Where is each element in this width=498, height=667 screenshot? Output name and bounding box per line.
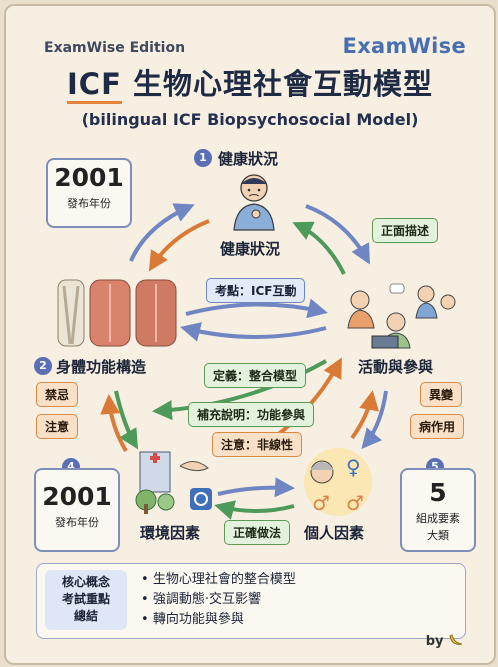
title-acronym: ICF [67,67,122,104]
definition-tag: 定義：整合模型 [204,363,307,388]
personal-icon: ♀ ♂ ♂ [304,448,372,516]
summary-heading-line: 總結 [73,609,98,623]
svg-text:♂: ♂ [346,491,364,515]
summary-heading-line: 考試重點 [61,592,110,606]
summary-point: 生物心理社會的整合模型 [141,570,296,590]
page-subtitle: (bilingual ICF Biopsychosocial Model) [81,110,419,129]
environment-label: 環境因素 [140,524,201,542]
laptop-icon [347,283,456,349]
caution-nonlinear-tag: 注意：非線性 [212,432,303,457]
summary-point: 轉向功能與參與 [141,610,296,630]
arrow-personal-to-environment [214,500,295,520]
byline-text: by [425,634,444,649]
arrow-activity-to-body [180,322,327,342]
year-caption: 發布年份 [55,516,99,530]
summary-heading-line: 核心概念 [61,575,110,589]
components-card: 5 組成要素 大類 [400,468,476,552]
arrow-activity-to-health [292,221,346,275]
environment-icon [135,451,212,514]
personal-label: 個人因素 [304,524,365,542]
year-value: 2001 [42,482,112,511]
summary-box: 核心概念 考試重點 總結 生物心理社會的整合模型 強調動態·交互影響 轉向功能與… [36,563,466,639]
arrow-environment-to-personal [217,477,295,498]
year-value: 2001 [54,163,124,192]
arrow-health-to-activity [305,204,370,265]
svg-text:♂: ♂ [312,491,330,515]
side-effect-tag: 病作用 [410,414,465,439]
arrow-environment-to-body [100,394,128,453]
arrow-body-to-activity [185,298,328,319]
correct-method-tag: 正確做法 [224,520,291,545]
arrow-personal-to-activity [350,390,379,440]
components-caption-1: 組成要素 [416,512,460,526]
muscle-figure-icon [57,279,177,347]
banana-icon [449,634,463,645]
summary-point: 強調動態·交互影響 [141,590,296,610]
activity-label: 活動與參與 [358,358,434,376]
arrow-center-to-body [152,359,327,421]
node-badge-1: 1 [194,149,212,167]
summary-heading: 核心概念 考試重點 總結 [45,570,127,630]
byline: by [426,633,464,649]
year-card-bottom: 2001 發布年份 [34,468,120,552]
health-label: 健康狀況 [220,240,281,258]
variation-tag: 異變 [420,382,463,407]
cycle-arrows [100,203,388,520]
exam-point-tag: 考點：ICF互動 [206,278,306,303]
health-heading: 健康狀況 [218,150,279,168]
sick-person-icon [233,174,275,231]
positive-tag: 正面描述 [372,218,439,243]
arrow-activity-to-personal [361,390,388,450]
page-title: ICF 生物心理社會互動模型 [6,61,494,104]
arrow-body-to-health [129,203,195,262]
note-tag: 注意 [36,414,79,439]
year-card-top: 2001 發布年份 [46,158,132,228]
title-main: 生物心理社會互動模型 [121,67,433,101]
arrow-health-to-body [148,219,210,272]
summary-list: 生物心理社會的整合模型 強調動態·交互影響 轉向功能與參與 [141,570,296,630]
contraindication-tag: 禁忌 [36,382,79,407]
body-label: 身體功能構造 [56,358,147,376]
supplement-tag: 補充說明：功能參與 [188,402,315,427]
components-number: 5 [429,478,447,507]
node-badge-2: 2 [34,357,52,375]
components-caption-2: 大類 [427,529,449,543]
brand-logo: ExamWise [342,34,466,58]
svg-text:♀: ♀ [346,455,361,479]
edition-label: ExamWise Edition [44,40,186,56]
poster: ExamWise Edition ExamWise ICF 生物心理社會互動模型… [4,4,496,665]
year-caption: 發布年份 [67,197,111,211]
